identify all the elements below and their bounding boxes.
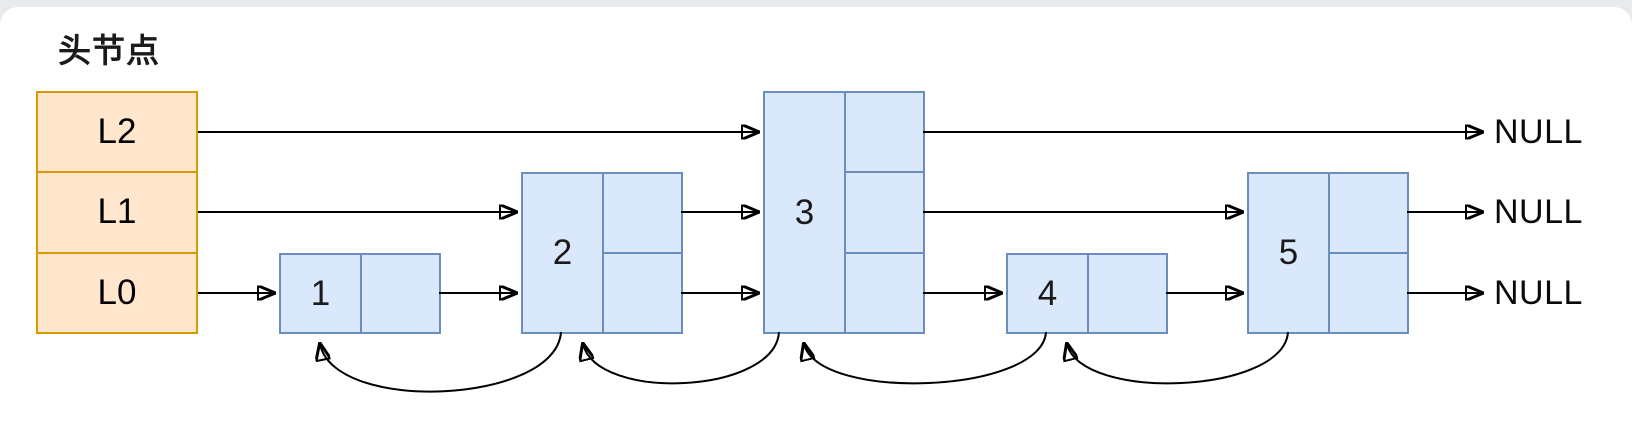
arrow-node5-back-to-node4 bbox=[1067, 331, 1289, 385]
node-3-pointer-l2 bbox=[846, 93, 923, 171]
node-5-pointer-l0 bbox=[1330, 252, 1407, 332]
arrow-node3-back-to-node2 bbox=[583, 331, 780, 385]
node-2-pointer-l0 bbox=[604, 252, 681, 332]
list-node-2: 2 bbox=[521, 172, 683, 334]
null-label-l1: NULL bbox=[1494, 192, 1583, 231]
node-3-pointer-l1 bbox=[846, 171, 923, 251]
node-3-pointer-l0 bbox=[846, 251, 923, 332]
list-node-3: 3 bbox=[763, 91, 925, 334]
head-node-label: 头节点 bbox=[58, 32, 160, 69]
list-node-5: 5 bbox=[1247, 172, 1409, 334]
node-1-value: 1 bbox=[281, 255, 362, 332]
list-node-1: 1 bbox=[279, 253, 441, 334]
node-2-pointer-l1 bbox=[604, 174, 681, 252]
arrow-node2-back-to-node1 bbox=[320, 331, 562, 393]
node-2-value: 2 bbox=[523, 174, 604, 332]
node-4-pointer-l0 bbox=[1089, 255, 1166, 332]
head-level-l0: L0 bbox=[38, 251, 196, 332]
arrow-node4-back-to-node3 bbox=[804, 331, 1047, 385]
node-4-value: 4 bbox=[1008, 255, 1089, 332]
list-node-4: 4 bbox=[1006, 253, 1168, 334]
head-node: L2 L1 L0 bbox=[36, 91, 198, 334]
null-label-l0: NULL bbox=[1494, 273, 1583, 312]
node-1-pointer-l0 bbox=[362, 255, 439, 332]
null-label-l2: NULL bbox=[1494, 112, 1583, 151]
head-level-l2: L2 bbox=[97, 112, 137, 152]
node-5-pointer-l1 bbox=[1330, 174, 1407, 252]
node-5-value: 5 bbox=[1249, 174, 1330, 332]
head-level-l1: L1 bbox=[38, 171, 196, 251]
canvas-card: 头节点 L2 L1 L0 1 2 3 4 bbox=[0, 7, 1632, 442]
node-3-value: 3 bbox=[765, 93, 846, 332]
